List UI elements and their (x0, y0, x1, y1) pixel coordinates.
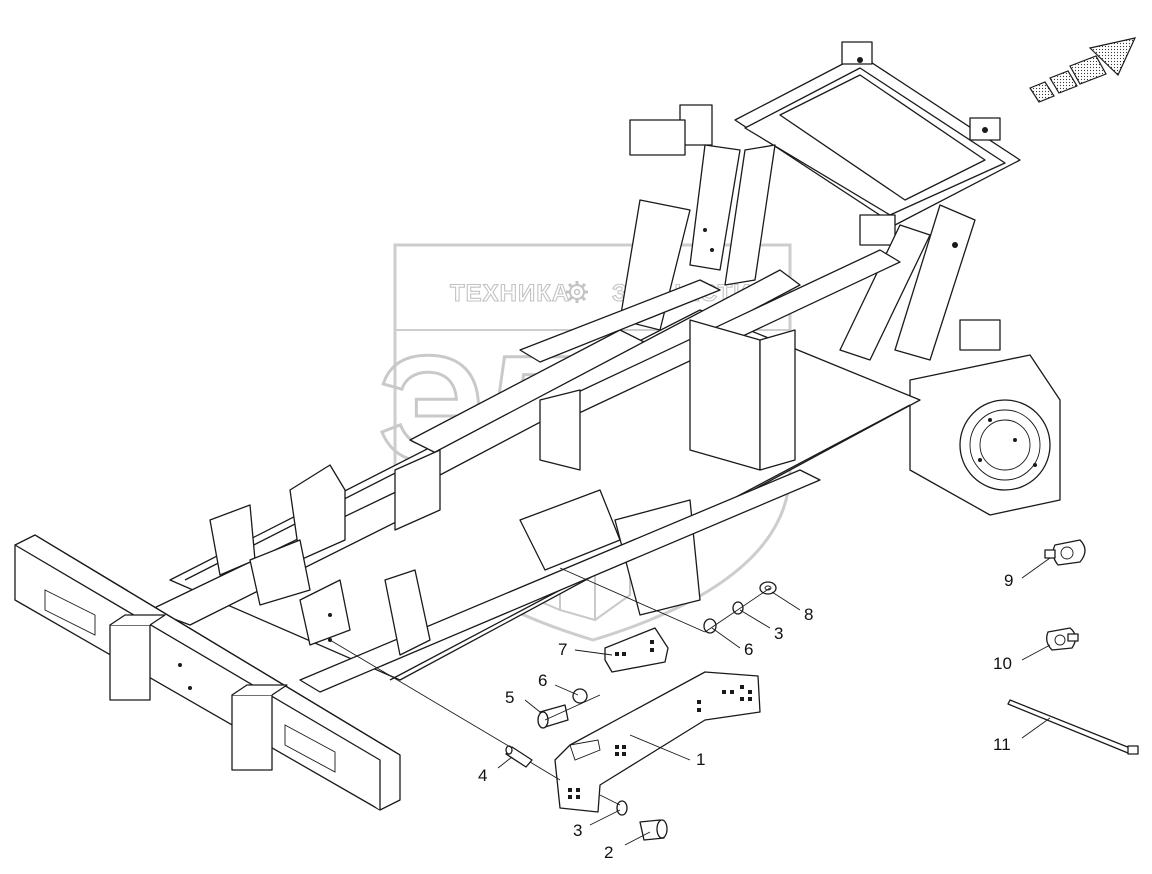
callout-labels: 1 2 3 3 4 5 6 6 7 8 9 10 11 (478, 571, 1013, 862)
callout-3-upper: 3 (774, 624, 783, 643)
callout-10: 10 (993, 654, 1012, 673)
part-9-clamp (1044, 539, 1086, 566)
exploded-parts (505, 539, 1139, 841)
callout-6-upper: 6 (744, 640, 753, 659)
callout-8: 8 (804, 605, 813, 624)
part-10-clip (1046, 627, 1079, 651)
callout-6-lower: 6 (538, 671, 547, 690)
callout-9: 9 (1004, 571, 1013, 590)
part-4-pin (505, 745, 533, 768)
part-2-bolt (639, 819, 668, 841)
part-7-plate (604, 627, 669, 673)
assembly-guide-lines (329, 567, 771, 806)
callout-1: 1 (696, 750, 705, 769)
forward-direction-arrow-icon (1029, 37, 1137, 103)
callout-11: 11 (993, 735, 1011, 754)
gear-icon (566, 281, 588, 303)
callout-7: 7 (558, 640, 567, 659)
callout-5: 5 (505, 688, 514, 707)
part-3-washer-lower (616, 800, 628, 816)
callout-4: 4 (478, 766, 487, 785)
part-6-washer-upper (703, 618, 717, 634)
part-1-bracket (554, 671, 761, 813)
vehicle-frame (14, 41, 1061, 811)
callout-3-lower: 3 (573, 821, 582, 840)
part-11-cable-tie (1007, 699, 1139, 755)
part-1-holes (568, 685, 752, 799)
callout-leaders (497, 557, 1051, 846)
part-6-washer-lower (572, 688, 588, 704)
watermark-brand-left: ТЕХНИКА (450, 280, 570, 307)
part-8-nut (759, 581, 777, 595)
callout-2: 2 (604, 843, 613, 862)
